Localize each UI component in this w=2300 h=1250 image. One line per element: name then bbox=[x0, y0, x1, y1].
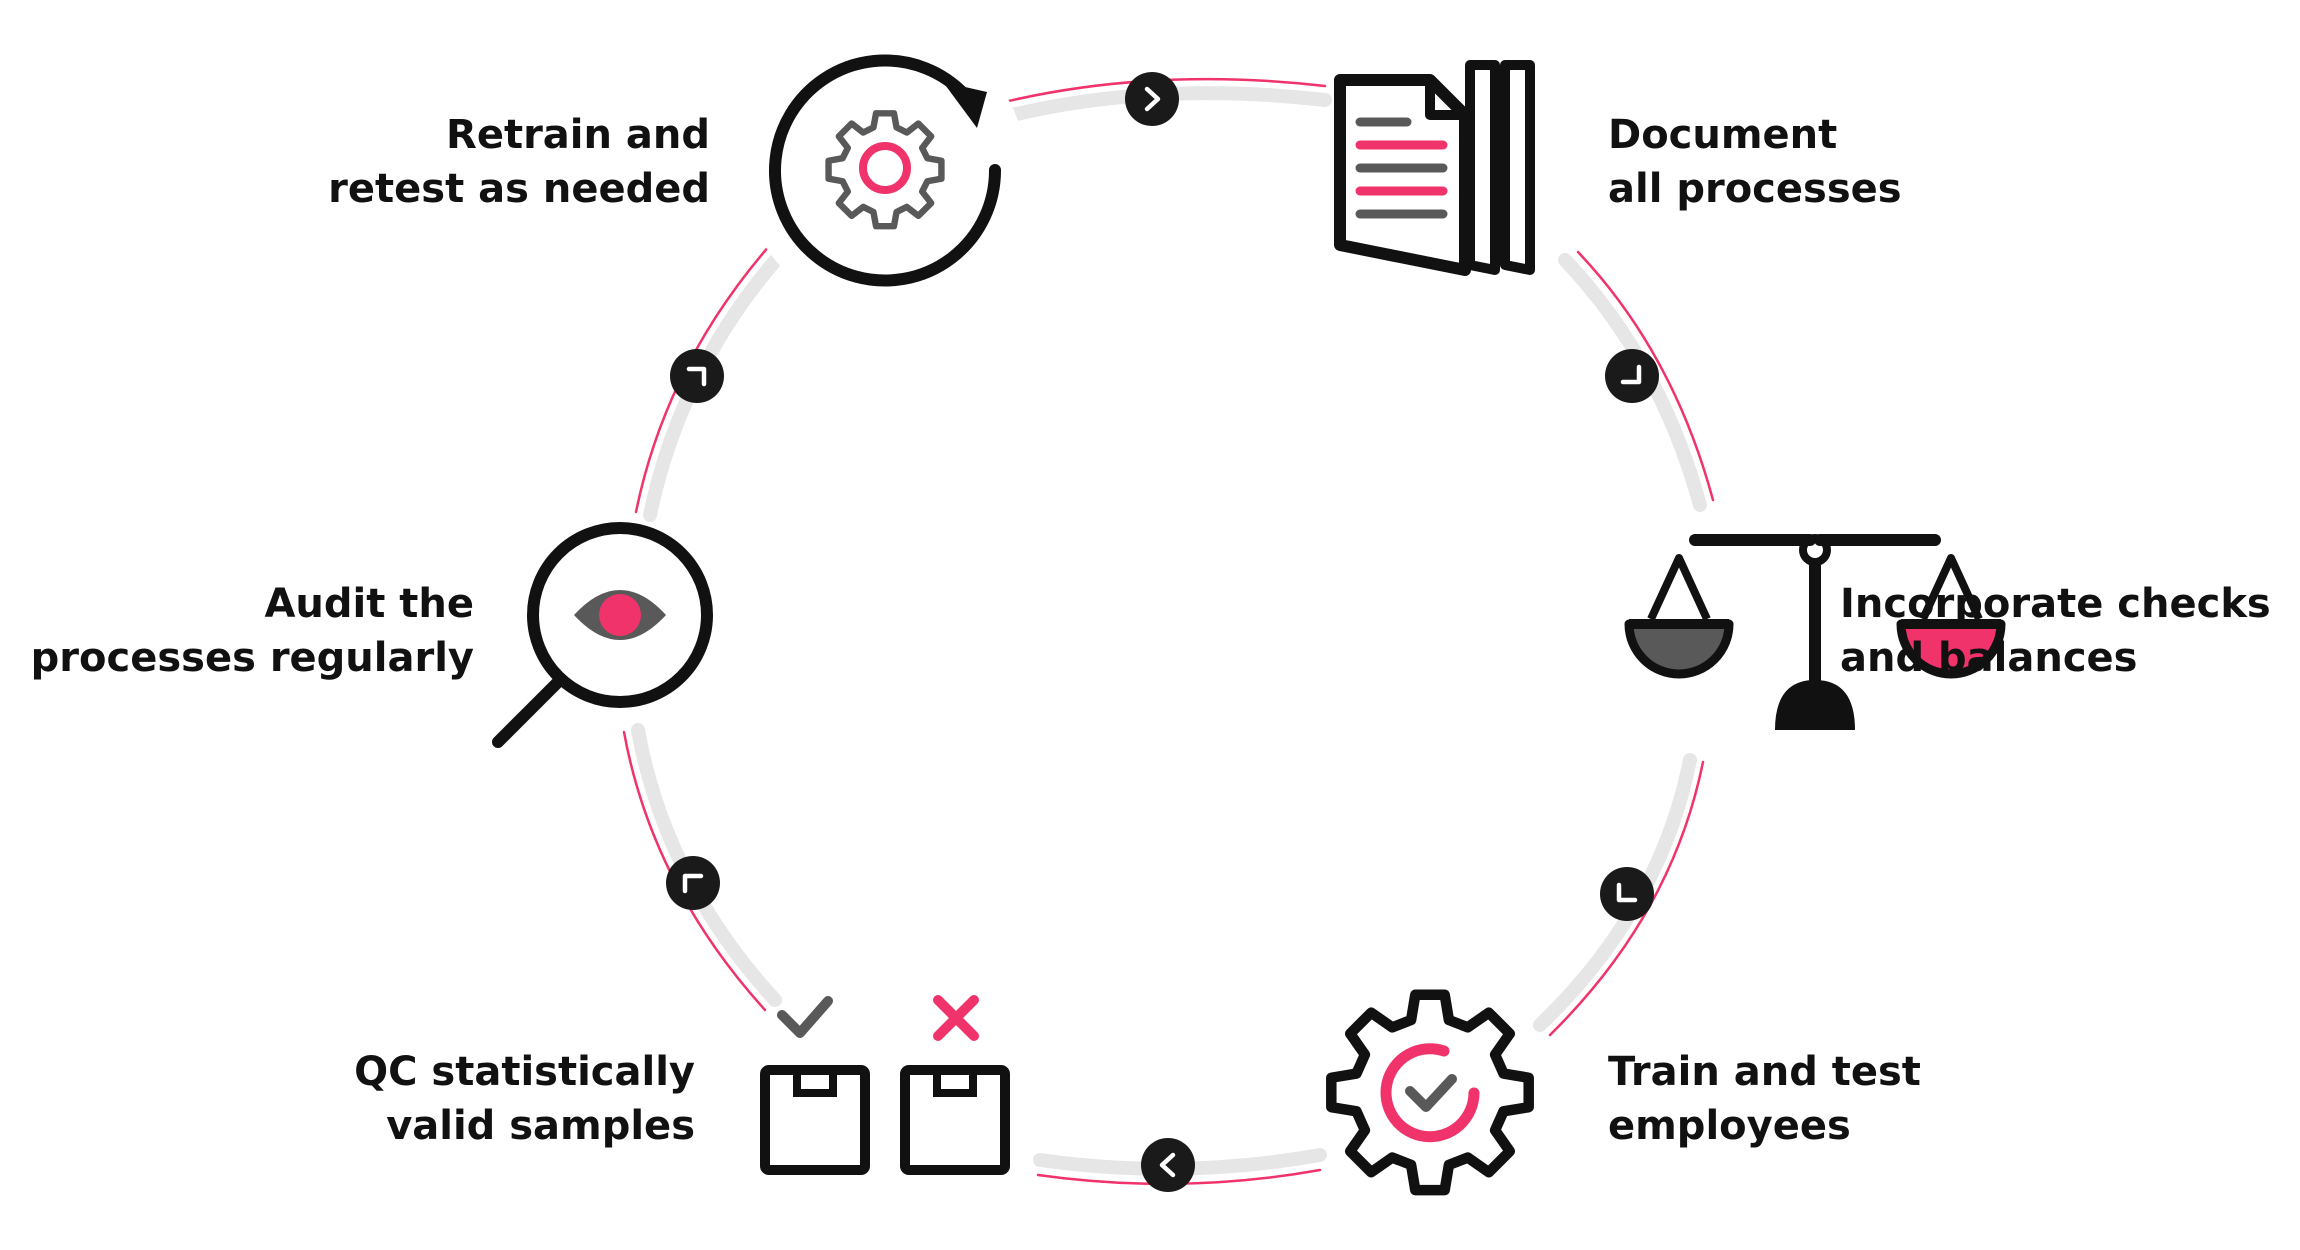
connector-badge-retrain-document bbox=[1125, 72, 1179, 126]
step-label-train-line2: employees bbox=[1608, 1103, 1851, 1149]
step-label-retrain-line1: Retrain and bbox=[446, 112, 710, 158]
step-label-qc: QC statistically valid samples bbox=[354, 1045, 695, 1153]
step-label-checks-line2: and balances bbox=[1840, 635, 2138, 681]
step-label-retrain-line2: retest as needed bbox=[328, 166, 710, 212]
gear-check-icon bbox=[1326, 989, 1534, 1196]
step-label-audit-line1: Audit the bbox=[264, 581, 474, 627]
chevron-down-right-icon bbox=[1620, 364, 1642, 385]
step-label-audit-line2: processes regularly bbox=[30, 635, 474, 681]
step-label-retrain: Retrain and retest as needed bbox=[328, 108, 710, 216]
step-label-checks: Incorporate checks and balances bbox=[1840, 577, 2271, 685]
step-label-qc-line1: QC statistically bbox=[354, 1049, 695, 1095]
gear-refresh-icon bbox=[743, 28, 1027, 312]
step-label-document: Document all processes bbox=[1608, 108, 1902, 216]
step-label-train-line1: Train and test bbox=[1608, 1049, 1921, 1095]
step-label-qc-line2: valid samples bbox=[386, 1103, 695, 1149]
chevron-up-right-icon bbox=[686, 366, 707, 387]
connector-badge-checks-train bbox=[1600, 867, 1654, 921]
scales-icon bbox=[1624, 534, 2006, 730]
connector-badge-qc-audit bbox=[666, 856, 720, 910]
step-label-audit: Audit the processes regularly bbox=[31, 577, 474, 685]
documents-icon bbox=[1334, 60, 1535, 276]
boxes-check-cross-icon bbox=[760, 995, 1010, 1175]
step-label-checks-line1: Incorporate checks bbox=[1840, 581, 2271, 627]
connector-badge-train-qc bbox=[1141, 1138, 1195, 1192]
step-label-document-line1: Document bbox=[1608, 112, 1838, 158]
connector-badge-document-checks bbox=[1605, 349, 1659, 403]
connector-badge-audit-retrain bbox=[670, 349, 724, 403]
step-label-document-line2: all processes bbox=[1608, 166, 1902, 212]
magnifier-eye-icon bbox=[492, 522, 713, 748]
chevron-down-left-icon bbox=[1616, 882, 1638, 903]
step-label-train: Train and test employees bbox=[1608, 1045, 1921, 1153]
chevron-right-icon bbox=[1144, 86, 1161, 112]
chevron-left-icon bbox=[1159, 1152, 1176, 1178]
chevron-up-left-icon bbox=[682, 873, 704, 894]
